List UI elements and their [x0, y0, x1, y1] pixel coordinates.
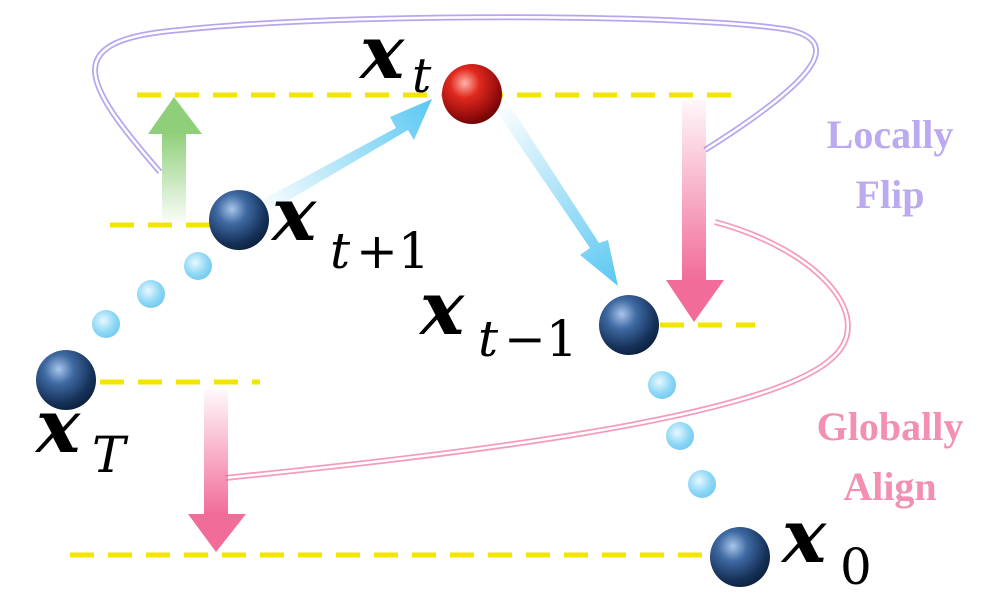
label-x-t-subscript: t — [412, 48, 432, 104]
local-flip-arrow — [148, 97, 202, 222]
node-x-T — [36, 350, 96, 410]
globally-align-loop — [224, 219, 851, 481]
locally-flip-label: Locally Flip — [827, 112, 954, 217]
node-x-t — [442, 64, 502, 124]
trail-dots-left — [92, 252, 212, 338]
label-x-T-subscript: T — [92, 426, 129, 484]
globally-align-label-line1: Globally — [817, 404, 964, 449]
label-x-t-symbol: x — [358, 10, 405, 96]
label-x-t-plus-1-sub-op: +1 — [356, 222, 430, 280]
locally-flip-label-line1: Locally — [827, 112, 954, 157]
globally-align-label: Globally Align — [817, 404, 964, 509]
trail-dots-right — [648, 371, 716, 498]
locally-flip-label-line2: Flip — [856, 172, 925, 217]
label-x-t-minus-1-sub-op: −1 — [504, 310, 578, 368]
label-x-0-subscript: 0 — [840, 538, 872, 596]
node-x-0 — [710, 527, 770, 587]
label-x-T: x T — [34, 384, 129, 484]
label-x-t-plus-1: x t +1 — [270, 172, 430, 280]
label-x-0: x 0 — [780, 494, 872, 596]
label-x-t-minus-1: x t −1 — [418, 266, 578, 368]
node-x-t-minus-1 — [599, 295, 659, 355]
label-x-t-minus-1-sub-var: t — [478, 310, 499, 368]
label-x-t-minus-1-symbol: x — [418, 266, 465, 352]
label-x-t: x t — [358, 10, 432, 104]
label-x-T-symbol: x — [34, 384, 81, 470]
global-align-arrow-left — [188, 390, 246, 552]
transition-arrow-up — [262, 99, 432, 210]
transition-arrow-down — [497, 104, 618, 286]
label-x-t-plus-1-sub-var: t — [330, 222, 351, 280]
global-align-arrow-right — [666, 100, 724, 322]
label-x-0-symbol: x — [780, 494, 827, 580]
label-x-t-plus-1-symbol: x — [270, 172, 317, 258]
globally-align-label-line2: Align — [843, 464, 936, 509]
node-x-t-plus-1 — [209, 190, 269, 250]
guide-lines — [70, 92, 755, 558]
locally-flip-loop — [92, 14, 819, 174]
